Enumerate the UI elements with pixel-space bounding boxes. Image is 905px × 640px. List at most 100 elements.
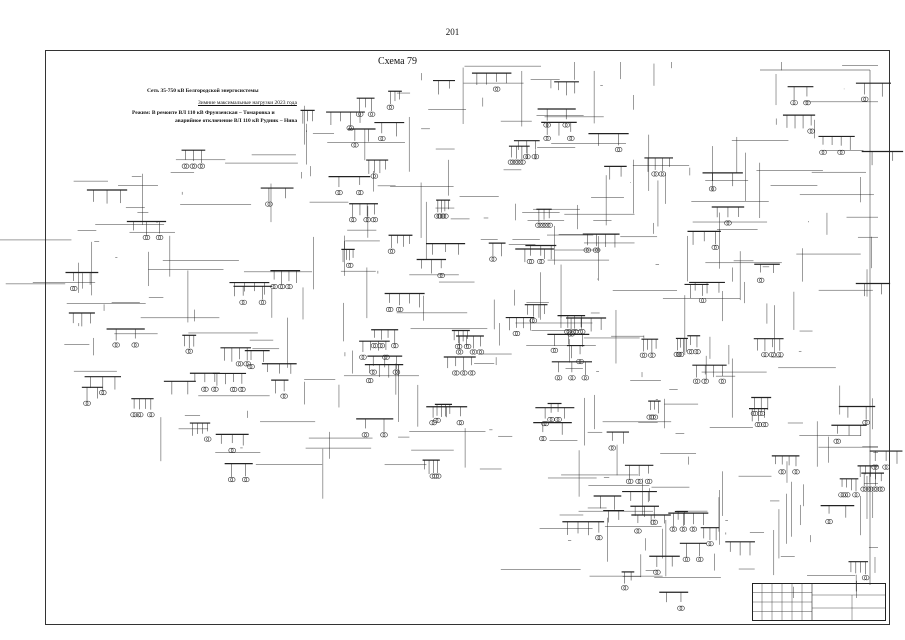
network-caption: Сеть 35-750 кВ Белгородской энергосистем… <box>147 88 259 94</box>
transformer-winding-symbol <box>877 486 883 492</box>
transformer-winding-symbol <box>584 375 590 381</box>
transformer-winding-symbol <box>682 556 688 562</box>
transformer-winding-symbol <box>567 135 573 141</box>
transformer-winding-symbol <box>507 159 513 165</box>
transformer-winding-symbol <box>232 386 238 392</box>
transformer-winding-symbol <box>761 422 767 428</box>
transformer-winding-symbol <box>241 299 247 305</box>
page-number: 201 <box>445 27 460 37</box>
transformer-winding-symbol <box>439 273 445 279</box>
transformer-winding-symbol <box>395 369 401 375</box>
transformer-winding-symbol <box>349 125 355 131</box>
transformer-winding-symbol <box>398 307 404 313</box>
transformer-winding-symbol <box>280 284 286 290</box>
transformer-winding-symbol <box>133 342 139 348</box>
transformer-winding-symbol <box>669 526 675 532</box>
transformer-winding-symbol <box>842 492 848 498</box>
transformer-winding-symbol <box>571 329 577 335</box>
transformer-winding-symbol <box>239 299 245 305</box>
transformer-winding-symbol <box>650 414 656 420</box>
transformer-winding-symbol <box>431 420 437 426</box>
transformer-winding-symbol <box>608 445 614 451</box>
transformer-winding-symbol <box>554 416 560 422</box>
transformer-winding-symbol <box>520 159 526 165</box>
transformer-winding-symbol <box>761 352 767 358</box>
transformer-winding-symbol <box>819 149 825 155</box>
transformer-winding-symbol <box>459 420 465 426</box>
transformer-winding-symbol <box>468 370 474 376</box>
transformer-winding-symbol <box>395 307 401 313</box>
transformer-winding-symbol <box>545 122 551 128</box>
transformer-winding-symbol <box>845 492 851 498</box>
transformer-winding-symbol <box>861 575 867 581</box>
transformer-winding-symbol <box>681 526 687 532</box>
transformer-winding-symbol <box>525 154 531 160</box>
transformer-winding-symbol <box>72 285 78 291</box>
transformer-winding-symbol <box>724 220 730 226</box>
transformer-winding-symbol <box>158 235 164 241</box>
transformer-winding-symbol <box>647 478 653 484</box>
transformer-winding-symbol <box>367 111 373 117</box>
transformer-winding-symbol <box>99 390 105 396</box>
transformer-winding-symbol <box>547 222 553 228</box>
transformer-winding-symbol <box>272 284 278 290</box>
transformer-winding-symbol <box>639 352 645 358</box>
transformer-winding-symbol <box>718 378 724 384</box>
transformer-winding-symbol <box>101 390 107 396</box>
transformer-winding-symbol <box>437 273 443 279</box>
transformer-winding-symbol <box>201 386 207 392</box>
transformer-winding-symbol <box>792 100 798 106</box>
transformer-winding-symbol <box>543 421 549 427</box>
transformer-winding-symbol <box>644 478 650 484</box>
transformer-winding-symbol <box>526 258 532 264</box>
transformer-winding-symbol <box>597 535 603 541</box>
transformer-winding-symbol <box>653 414 659 420</box>
transformer-winding-symbol <box>537 222 543 228</box>
transformer-winding-symbol <box>392 369 398 375</box>
transformer-winding-symbol <box>69 285 75 291</box>
transformer-winding-symbol <box>757 411 763 417</box>
transformer-winding-symbol <box>377 343 383 349</box>
transformer-winding-symbol <box>860 96 866 102</box>
transformer-winding-symbol <box>541 436 547 442</box>
transformer-winding-symbol <box>147 412 153 418</box>
transformer-winding-symbol <box>703 378 709 384</box>
transformer-winding-symbol <box>512 331 518 337</box>
transformer-winding-symbol <box>679 351 685 357</box>
transformer-winding-symbol <box>564 122 570 128</box>
transformer-winding-symbol <box>874 486 880 492</box>
transformer-winding-symbol <box>628 478 634 484</box>
transformer-winding-symbol <box>882 464 888 470</box>
transformer-winding-symbol <box>873 464 879 470</box>
transformer-winding-symbol <box>365 378 371 384</box>
title-block-stamp <box>752 583 886 621</box>
transformer-winding-symbol <box>114 342 120 348</box>
transformer-winding-symbol <box>454 370 460 376</box>
transformer-winding-symbol <box>541 421 547 427</box>
transformer-winding-symbol <box>379 343 385 349</box>
transformer-winding-symbol <box>363 217 369 223</box>
transformer-winding-symbol <box>763 422 769 428</box>
transformer-winding-symbol <box>359 354 365 360</box>
transformer-winding-symbol <box>229 386 235 392</box>
transformer-winding-symbol <box>540 222 546 228</box>
transformer-winding-symbol <box>617 147 623 153</box>
transformer-winding-symbol <box>871 486 877 492</box>
transformer-winding-symbol <box>534 154 540 160</box>
transformer-winding-symbol <box>653 171 659 177</box>
transformer-winding-symbol <box>634 528 640 534</box>
transformer-winding-symbol <box>805 100 811 106</box>
transformer-winding-symbol <box>673 351 679 357</box>
transformer-winding-symbol <box>581 375 587 381</box>
transformer-winding-symbol <box>778 469 784 475</box>
transformer-winding-symbol <box>361 432 367 438</box>
transformer-winding-symbol <box>553 347 559 353</box>
transformer-winding-symbol <box>380 136 386 142</box>
transformer-winding-symbol <box>197 163 203 169</box>
transformer-winding-symbol <box>235 361 241 367</box>
transformer-winding-symbol <box>462 370 468 376</box>
transformer-winding-symbol <box>852 492 858 498</box>
transformer-winding-symbol <box>393 343 399 349</box>
transformer-winding-symbol <box>780 469 786 475</box>
transformer-winding-symbol <box>708 541 714 547</box>
